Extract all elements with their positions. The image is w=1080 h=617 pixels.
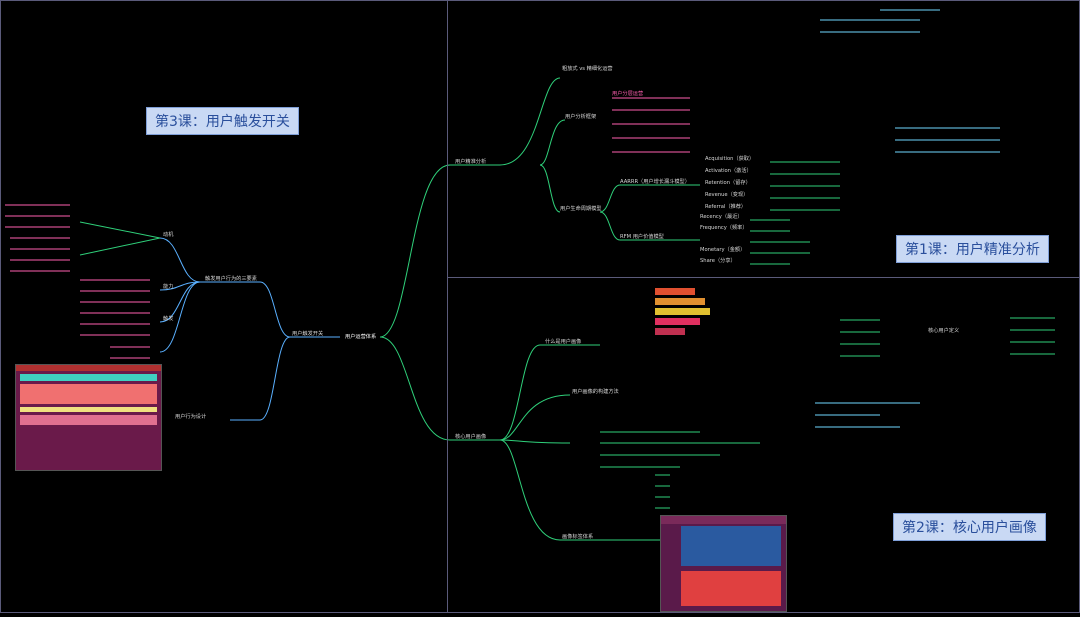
- lesson3-sub-b: 动机: [163, 230, 174, 238]
- aarrr-5: Referral（推荐）: [705, 202, 746, 210]
- lesson1-sub-e: RFM 用户价值模型: [620, 232, 664, 240]
- lesson2-sub-c: 用户画像的构建方法: [572, 387, 619, 395]
- lesson3-sub-d: 触发: [163, 314, 173, 322]
- branch-line: [379, 164, 500, 338]
- lesson3-root-label: 用户触发开关: [292, 329, 323, 337]
- lesson1-title: 第1课：用户精准分析: [896, 235, 1049, 263]
- aarrr-2: Activation（激活）: [705, 166, 752, 174]
- left-panel: [0, 0, 448, 613]
- aarrr-4: Revenue（变现）: [705, 190, 748, 198]
- thumbnail-table-left: [15, 364, 162, 471]
- leaf-lines: [5, 9, 1055, 509]
- branch-line: [539, 164, 561, 213]
- lesson2-sub-a: 什么是用户画像: [545, 337, 582, 345]
- lesson3-sub-e: 用户行为设计: [175, 412, 206, 420]
- lesson1-sub-f: 用户分层运营: [612, 89, 643, 97]
- lesson3-sub-c: 能力: [163, 282, 173, 290]
- center-node-label: 用户运营体系: [345, 332, 376, 340]
- lesson1-sub-b: 用户分析框架: [565, 112, 596, 120]
- branch-line: [539, 119, 566, 166]
- thumbnail-table-right: [660, 515, 787, 612]
- branch-line: [230, 336, 291, 421]
- aarrr-3: Retention（留存）: [705, 178, 751, 186]
- branch-line: [499, 439, 571, 444]
- branch-line: [499, 394, 571, 441]
- branch-line: [200, 281, 340, 338]
- rfm-2: Frequency（频率）: [700, 223, 748, 231]
- bar-graphic: [655, 288, 710, 335]
- lesson2-title: 第2课：核心用户画像: [893, 513, 1046, 541]
- branch-line: [499, 439, 660, 541]
- branch-line: [379, 336, 500, 441]
- branch-line: [79, 221, 161, 239]
- aarrr-1: Acquisition（获取）: [705, 154, 754, 162]
- lesson2-sub-b: 核心用户定义: [928, 326, 959, 334]
- branch-line: [79, 237, 161, 256]
- branch-line: [159, 281, 201, 353]
- lesson1-root-label: 用户精准分析: [455, 157, 486, 165]
- branch-line: [499, 344, 600, 441]
- rfm-4: Share（分享）: [700, 256, 736, 264]
- lesson2-root-label: 核心用户画像: [455, 432, 487, 440]
- lesson2-sub-d: 画像标签体系: [562, 532, 593, 540]
- lesson1-sub-d: AARRR（用户增长漏斗模型）: [620, 177, 690, 185]
- rfm-1: Recency（最近）: [700, 212, 743, 220]
- lesson3-title: 第3课：用户触发开关: [146, 107, 299, 135]
- rfm-3: Monetary（金额）: [700, 245, 745, 253]
- branch-line: [599, 211, 700, 241]
- lesson1-sub-c: 用户生命周期模型: [560, 204, 602, 212]
- lesson3-sub-a: 触发用户行为的三要素: [205, 274, 257, 282]
- branch-line: [159, 237, 201, 283]
- connector-lines: [79, 77, 700, 541]
- lesson1-sub-a: 粗放式 vs 精细化运营: [562, 64, 613, 72]
- branch-line: [599, 184, 700, 213]
- branch-line: [499, 77, 561, 166]
